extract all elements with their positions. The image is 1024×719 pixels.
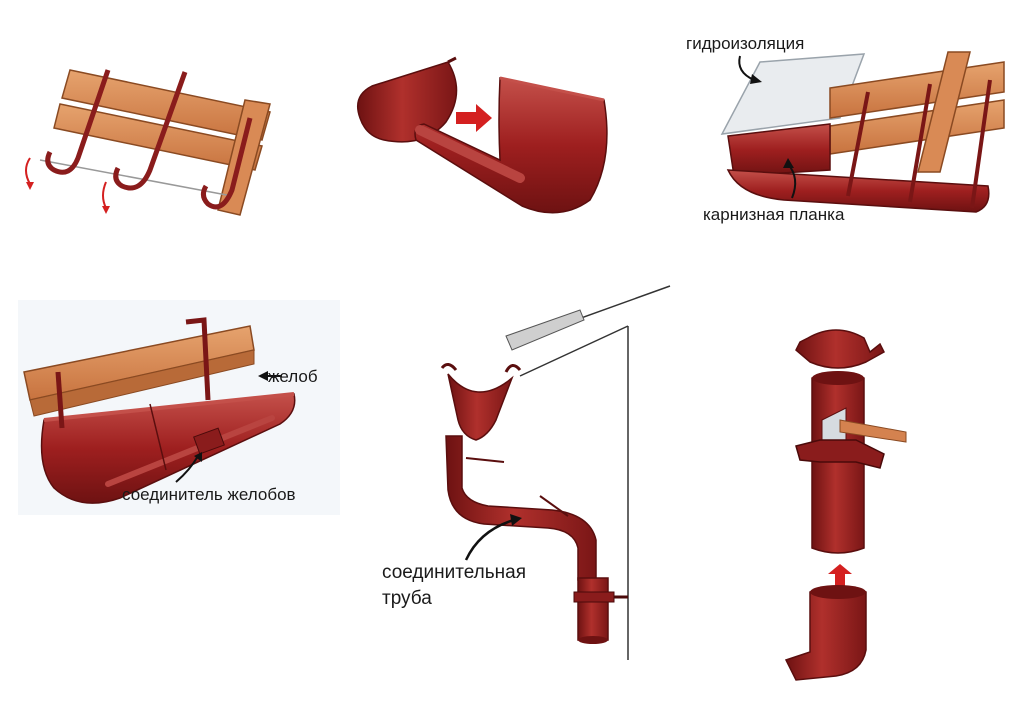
arrow-head bbox=[510, 514, 522, 526]
downpipe bbox=[577, 577, 609, 641]
bend-arrow bbox=[102, 181, 107, 209]
panel-gutter-connector bbox=[18, 300, 340, 515]
pipe-elbow bbox=[784, 586, 867, 681]
gutter-end bbox=[440, 363, 522, 373]
gutter-hook bbox=[113, 71, 188, 191]
gutter-hook bbox=[970, 79, 992, 209]
pipe-clamp bbox=[795, 439, 885, 469]
arrow-head bbox=[102, 206, 110, 214]
pipe-clamp bbox=[795, 329, 885, 369]
label-gutter-connector: соединитель желобов bbox=[122, 485, 296, 504]
label-hydroisolation: гидроизоляция bbox=[686, 34, 805, 53]
gutter bbox=[40, 393, 296, 504]
gutter-inner-edge bbox=[499, 76, 605, 102]
gutter-seam bbox=[149, 403, 167, 471]
eaves-strip bbox=[727, 123, 831, 177]
gutter-hook bbox=[908, 83, 932, 203]
label-eaves-strip: карнизная планка bbox=[703, 205, 845, 224]
gutter-hook bbox=[185, 317, 211, 401]
pointer-arrow bbox=[464, 518, 515, 561]
arrow-head bbox=[26, 182, 34, 190]
pointer-arrow bbox=[175, 455, 199, 483]
gutter-end-cap bbox=[357, 61, 458, 143]
gutter-hook bbox=[200, 117, 253, 210]
fascia-board-side bbox=[29, 349, 255, 417]
pipe-joint bbox=[539, 495, 569, 517]
panel-downpipe-exploded bbox=[784, 329, 907, 681]
arrow-head bbox=[750, 74, 762, 84]
label-gutter: желоб bbox=[268, 367, 318, 386]
gutter-hook bbox=[55, 371, 65, 429]
end-cap-rim bbox=[447, 56, 457, 64]
arrow-head bbox=[783, 158, 794, 168]
panel-end-cap bbox=[357, 56, 608, 214]
arrow-head bbox=[194, 452, 202, 462]
gutter-bead bbox=[105, 415, 275, 487]
panel-hooks-mounting bbox=[25, 69, 271, 216]
pipe-joint bbox=[465, 457, 505, 463]
gutter-bead bbox=[415, 125, 525, 183]
insert-arrow bbox=[456, 104, 492, 132]
gutter-connector bbox=[193, 427, 225, 455]
bend-arrow bbox=[25, 157, 31, 185]
gutter-inner-rim bbox=[43, 392, 295, 422]
label-connecting-pipe-line1: соединительная bbox=[382, 562, 526, 583]
roof-cap bbox=[505, 309, 585, 351]
panel-eaves-strip bbox=[720, 51, 1005, 213]
downpipe-end bbox=[578, 636, 608, 644]
pipe-top bbox=[812, 371, 864, 385]
rafter-board bbox=[61, 69, 271, 141]
rafter bbox=[917, 51, 971, 173]
gutter-section bbox=[414, 77, 608, 214]
hydroisolation-membrane bbox=[720, 53, 866, 135]
insert-arrow bbox=[835, 574, 845, 590]
arrow-head bbox=[828, 564, 852, 574]
mounting-pin bbox=[839, 419, 907, 443]
funnel bbox=[447, 373, 514, 441]
gutter-hook bbox=[846, 91, 870, 197]
gutter bbox=[726, 169, 990, 213]
arrow-head bbox=[258, 371, 268, 381]
pipe-bracket bbox=[573, 591, 615, 603]
pipe-elbow-top bbox=[810, 585, 866, 599]
panel-connecting-pipe bbox=[440, 285, 671, 660]
label-connecting-pipe-line2: труба bbox=[382, 588, 432, 609]
gutter-hook bbox=[45, 69, 111, 175]
rafter-board bbox=[53, 103, 263, 171]
roof-edge bbox=[519, 325, 629, 377]
